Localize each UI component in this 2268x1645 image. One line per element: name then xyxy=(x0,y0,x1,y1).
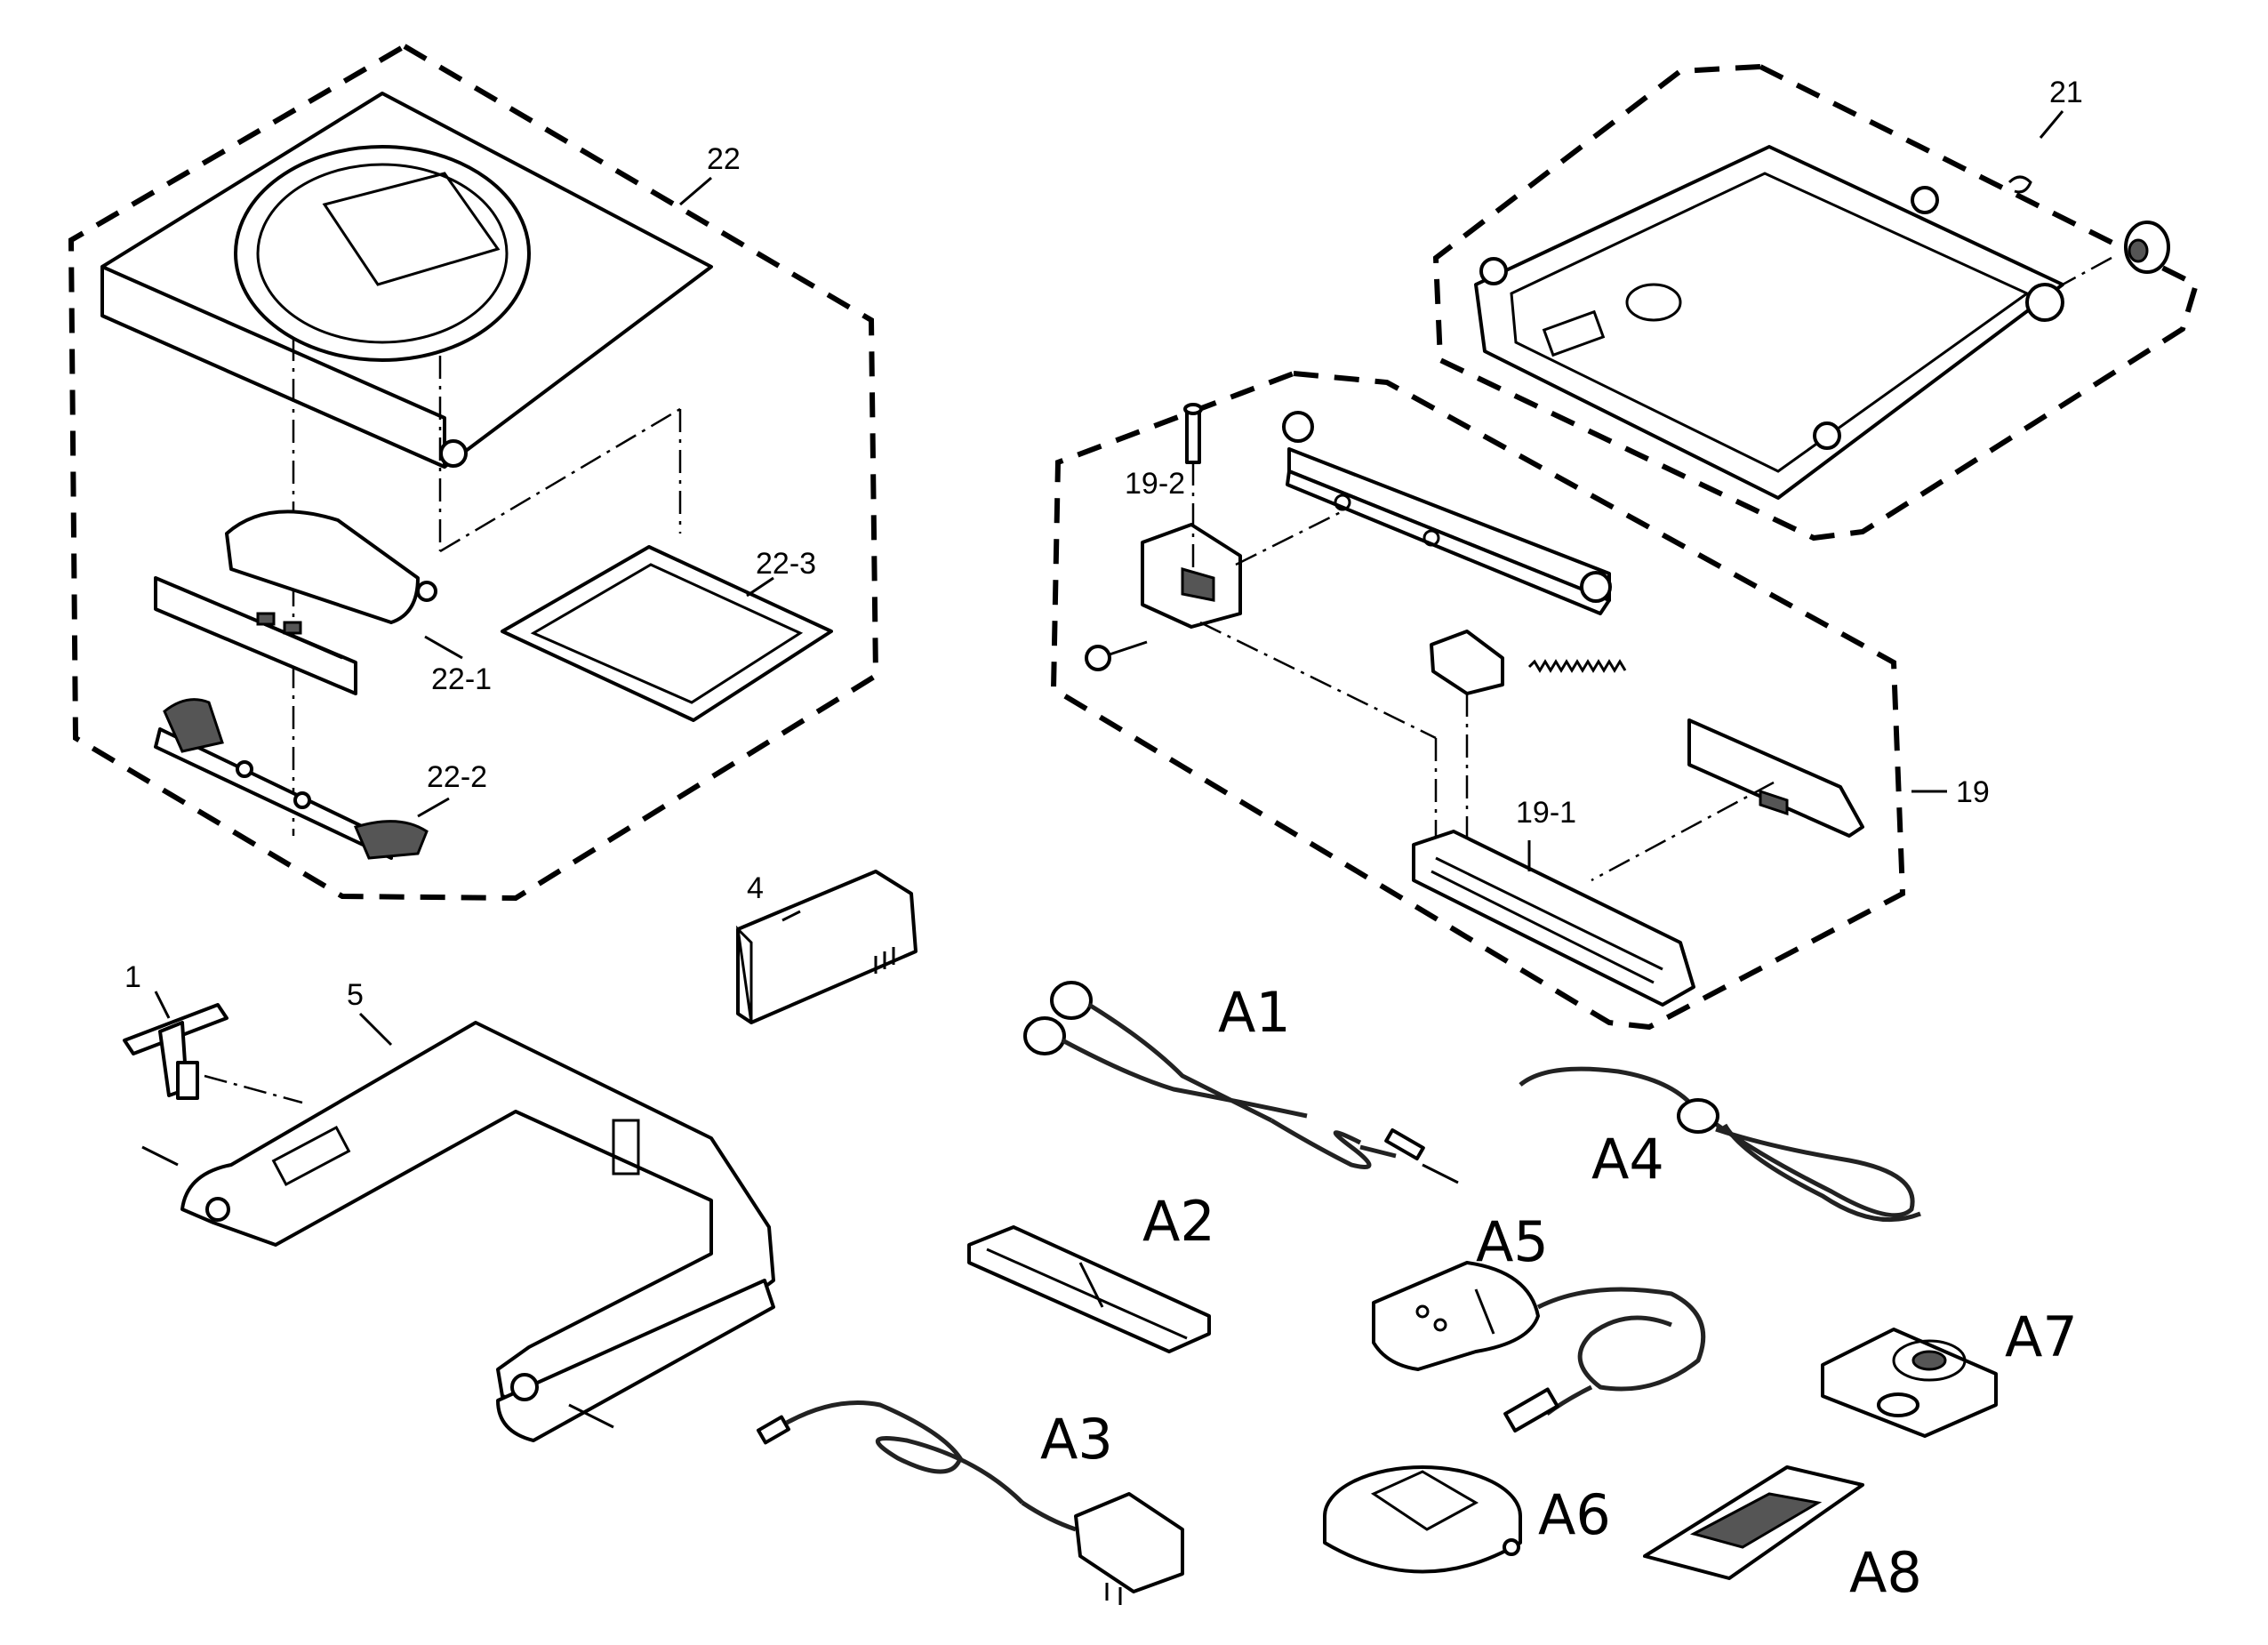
part-19-bracket xyxy=(1282,411,1612,615)
group-19-assembly: 19-2 19-1 19 xyxy=(1050,370,1990,1031)
label-5: 5 xyxy=(347,978,364,1012)
part-a7-remote xyxy=(1821,1328,1998,1438)
part-5-chassis-frame xyxy=(141,1021,775,1442)
group-21-boundary xyxy=(1432,63,2200,542)
label-19: 19 xyxy=(1956,775,1990,809)
part-a5-usb-cable xyxy=(1372,1261,1706,1433)
part-22-2-button-bar xyxy=(154,698,429,860)
label-21: 21 xyxy=(2049,76,2083,109)
part-19-2-pin xyxy=(1183,403,1203,464)
part-a4-strap xyxy=(1519,1066,1921,1223)
label-a2: A2 xyxy=(1142,1189,1215,1254)
part-1-clip xyxy=(123,1003,228,1100)
part-a8-memory-card xyxy=(1643,1465,1864,1580)
group-19-boundary xyxy=(1050,370,1906,1031)
part-21-bottom-case xyxy=(1474,145,2064,500)
label-22-3: 22-3 xyxy=(756,547,816,581)
label-22-2: 22-2 xyxy=(427,760,487,794)
part-19-1-slide-rail xyxy=(1412,830,1695,1007)
part-19-spring xyxy=(1527,659,1627,673)
part-22-1-buttons xyxy=(154,510,437,695)
label-4: 4 xyxy=(747,871,764,905)
label-22: 22 xyxy=(707,142,741,176)
part-4-side-cover xyxy=(735,870,918,1024)
label-a7: A7 xyxy=(2005,1304,2078,1369)
group-22-boundary xyxy=(68,43,879,902)
label-a6: A6 xyxy=(1538,1482,1611,1547)
label-a3: A3 xyxy=(1040,1407,1113,1472)
label-19-2: 19-2 xyxy=(1125,467,1185,501)
part-19-screw xyxy=(1085,640,1148,671)
label-a4: A4 xyxy=(1591,1127,1664,1192)
part-a1-earphones xyxy=(1023,981,1459,1184)
part-a2-battery xyxy=(967,1225,1211,1353)
label-19-1: 19-1 xyxy=(1516,796,1576,830)
label-a8: A8 xyxy=(1849,1540,1922,1605)
part-22-lid xyxy=(100,92,713,469)
label-a5: A5 xyxy=(1476,1209,1549,1274)
part-21-knob xyxy=(2124,221,2170,274)
part-a6-cradle xyxy=(1323,1465,1522,1574)
group-21-assembly: 21 xyxy=(1432,63,2200,542)
part-a3-ac-adapter xyxy=(757,1400,1184,1605)
part-19-lever xyxy=(1687,718,1864,838)
label-a1: A1 xyxy=(1218,980,1291,1045)
part-19-slider-block xyxy=(1141,523,1242,629)
part-19-small-clip xyxy=(1430,630,1504,695)
part-22-3-window xyxy=(501,545,833,722)
label-1: 1 xyxy=(124,960,141,994)
group-22-assembly: 22-1 22-3 22-2 22 xyxy=(68,43,879,902)
label-22-1: 22-1 xyxy=(431,662,492,696)
